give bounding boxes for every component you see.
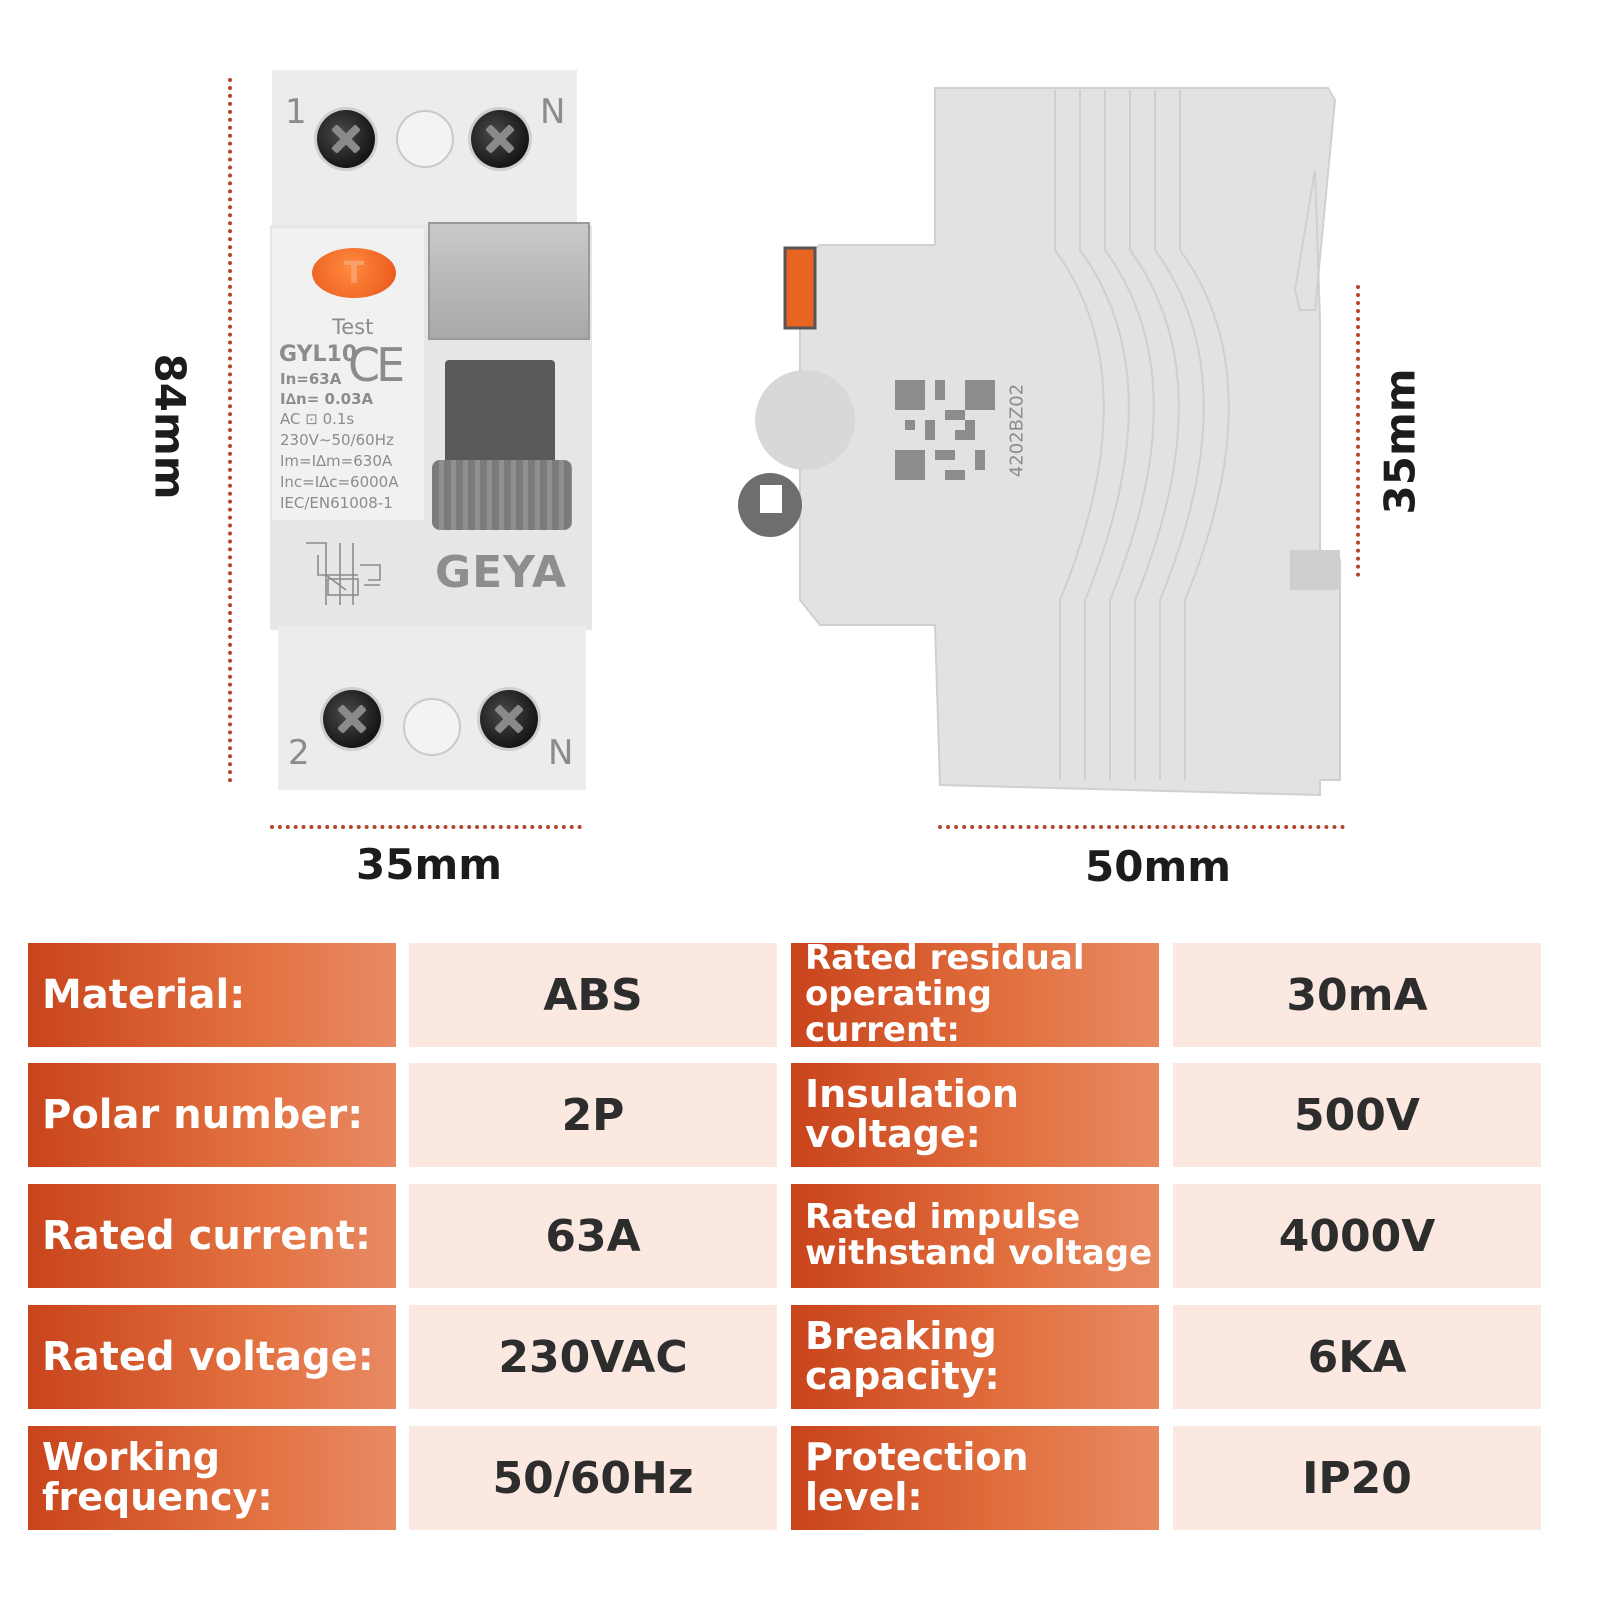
screw-icon <box>471 110 529 168</box>
test-button[interactable]: T <box>312 248 396 298</box>
screw-icon <box>317 110 375 168</box>
spec-label-working-frequency: Working frequency: <box>28 1426 396 1530</box>
spec-label-material: Material: <box>28 943 396 1047</box>
test-label: Test <box>332 315 374 339</box>
test-button-label: T <box>343 255 365 291</box>
device-front-view: 1 N T Test GYL10 CE In=63A I∆n= 0.03A AC… <box>270 70 595 795</box>
front-width-dimension-label: 35mm <box>356 840 502 889</box>
spec-value-impulse-voltage: 4000V <box>1173 1184 1541 1288</box>
wiring-diagram-icon <box>306 542 381 605</box>
screw-icon <box>480 690 538 748</box>
rating-line: I∆n= 0.03A <box>280 390 374 408</box>
spec-label-rated-current: Rated current: <box>28 1184 396 1288</box>
spec-value-residual-current: 30mA <box>1173 943 1541 1047</box>
height-dimension-label: 84mm <box>145 353 195 500</box>
spec-label-protection-level: Protection level: <box>791 1426 1159 1530</box>
spec-value-material: ABS <box>409 943 777 1047</box>
spec-label-rated-voltage: Rated voltage: <box>28 1305 396 1409</box>
spec-label-breaking-capacity: Breaking capacity: <box>791 1305 1159 1409</box>
spec-value-rated-voltage: 230VAC <box>409 1305 777 1409</box>
model-label: GYL10 <box>279 342 358 367</box>
spec-value-protection-level: IP20 <box>1173 1426 1541 1530</box>
rating-line: Inc=I∆c=6000A <box>280 473 399 491</box>
rail-dimension-label: 35mm <box>1375 368 1425 515</box>
spec-value-insulation-voltage: 500V <box>1173 1063 1541 1167</box>
spec-label-impulse-voltage: Rated impulse withstand voltage <box>791 1184 1159 1288</box>
side-profile-shape <box>738 87 1341 797</box>
qr-code-serial: 4202BZ02 <box>1006 383 1028 478</box>
front-width-dimension-line <box>270 825 582 829</box>
terminal-label-1: 1 <box>285 92 307 132</box>
device-side-view: 4202BZ02 <box>730 80 1350 810</box>
depth-dimension-label: 50mm <box>1085 842 1231 891</box>
depth-dimension-line <box>938 825 1345 829</box>
rating-line: Im=I∆m=630A <box>280 452 393 470</box>
height-dimension-line <box>228 78 232 783</box>
rating-line: In=63A <box>280 370 342 388</box>
toggle-lever[interactable] <box>432 460 572 530</box>
transparent-cover <box>428 222 590 340</box>
rating-line: 230V∼50/60Hz <box>280 431 394 449</box>
spec-label-polar-number: Polar number: <box>28 1063 396 1167</box>
rating-line: IEC/EN61008-1 <box>280 494 393 512</box>
terminal-label-n-top: N <box>540 92 566 132</box>
terminal-label-2: 2 <box>288 733 310 773</box>
spec-value-breaking-capacity: 6KA <box>1173 1305 1541 1409</box>
ce-mark: CE <box>348 338 405 392</box>
qr-code-icon <box>895 380 995 480</box>
rail-dimension-line <box>1356 285 1360 577</box>
brand-logo: GEYA <box>435 547 567 598</box>
terminal-label-n-bottom: N <box>548 733 574 773</box>
spec-label-insulation-voltage: Insulation voltage: <box>791 1063 1159 1167</box>
spec-value-working-frequency: 50/60Hz <box>409 1426 777 1530</box>
spec-value-polar-number: 2P <box>409 1063 777 1167</box>
screw-icon <box>323 690 381 748</box>
spec-label-residual-current: Rated residual operating current: <box>791 941 1159 1048</box>
rating-line: AC ⊡ 0.1s <box>280 410 355 428</box>
terminal-hole <box>403 698 461 756</box>
terminal-hole <box>396 110 454 168</box>
spec-value-rated-current: 63A <box>409 1184 777 1288</box>
